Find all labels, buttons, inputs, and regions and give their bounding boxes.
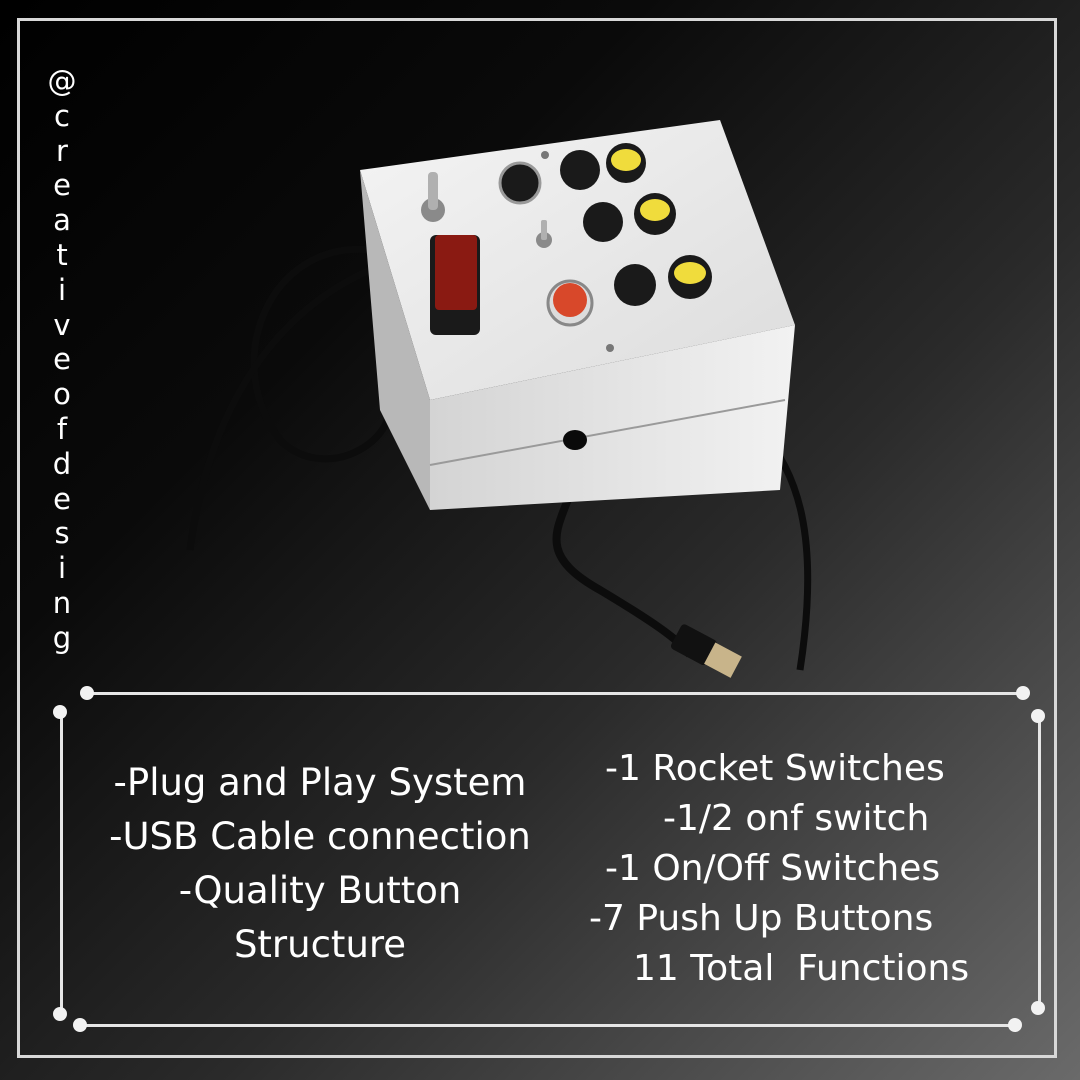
product-photo-button-box [186, 120, 812, 678]
feature-item: -1 Rocket Switches [605, 748, 945, 789]
usb-cable-back [186, 266, 372, 551]
feature-item: Structure [233, 923, 407, 966]
feature-item: -Plug and Play System [113, 761, 527, 804]
frame-line-bottom [80, 1024, 1016, 1027]
frame-line-left [60, 712, 63, 1014]
feature-item: 11 Total Functions [633, 948, 970, 989]
feature-item: -USB Cable connection [109, 815, 531, 858]
outer-frame [17, 18, 1057, 1058]
frame-line-top [88, 692, 1024, 695]
feature-item: -1/2 onf switch [663, 798, 930, 839]
box-side-face [360, 170, 430, 510]
frame-dot [1016, 686, 1030, 700]
usb-cable-left-loop [250, 245, 394, 463]
feature-item: -7 Push Up Buttons [589, 898, 934, 939]
screw-hole-bottom [606, 344, 614, 352]
features-right-list: -1 Rocket Switches -1/2 onf switch -1 On… [575, 744, 1015, 994]
feature-item: -1 On/Off Switches [605, 848, 941, 889]
push-button-black-2 [560, 150, 600, 190]
frame-dot [1031, 709, 1045, 723]
features-left-list: -Plug and Play System -USB Cable connect… [60, 756, 580, 972]
push-button-black-4 [614, 264, 656, 306]
frame-dot [53, 1007, 67, 1021]
push-button-black-3 [583, 202, 623, 242]
frame-dot [1031, 1001, 1045, 1015]
feature-item: -Quality Button [178, 869, 462, 912]
toggle-switch-large [421, 172, 445, 222]
frame-dot [53, 705, 67, 719]
frame-dot [80, 686, 94, 700]
cable-grommet [563, 430, 587, 450]
frame-dot [73, 1018, 87, 1032]
frame-dot [1008, 1018, 1022, 1032]
frame-line-right [1038, 716, 1041, 1008]
box-front-face [430, 325, 795, 510]
screw-hole-top [541, 151, 549, 159]
push-button-black-1 [498, 161, 542, 205]
toggle-switch-small [536, 220, 552, 248]
usb-connector [671, 624, 742, 678]
rocket-switch-covered [430, 235, 480, 335]
